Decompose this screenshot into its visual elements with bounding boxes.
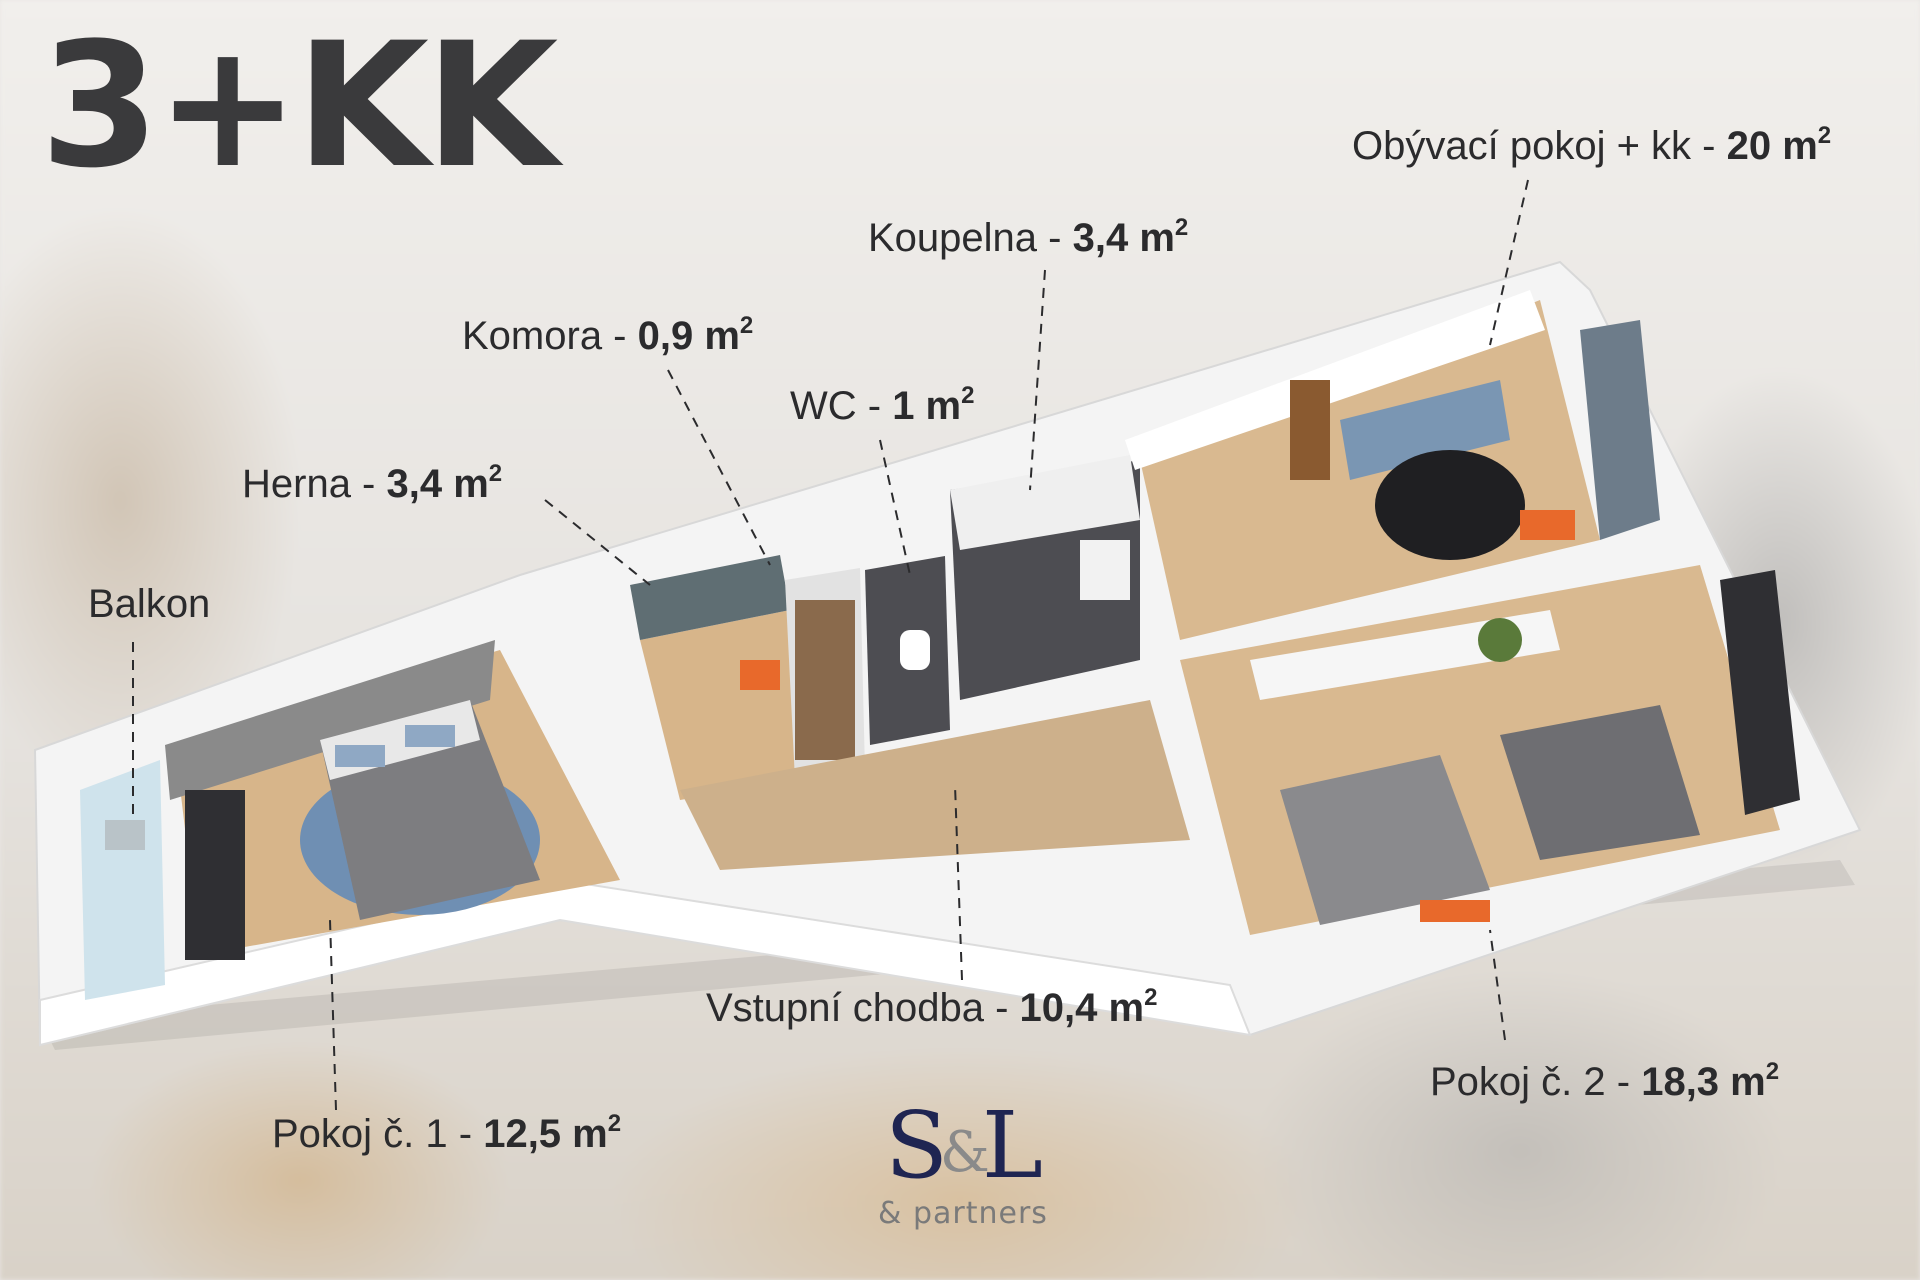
bed-right-2 [1500, 705, 1700, 860]
page-title: 3+KK [40, 5, 558, 206]
vstupni-chodba-floor [680, 700, 1190, 870]
label-pokoj-1: Pokoj č. 1 - 12,5 m2 [272, 1110, 622, 1156]
label-vstupni-chodba: Vstupní chodba - 10,4 m2 [706, 984, 1158, 1030]
balkon-area [80, 760, 165, 1000]
label-komora: Komora - 0,9 m2 [462, 312, 754, 358]
bed-right-1 [1280, 755, 1490, 925]
logo-mark: S&L [885, 1092, 1043, 1199]
herna-floor [640, 610, 800, 800]
label-balkon: Balkon [88, 582, 211, 626]
label-koupelna: Koupelna - 3,4 m2 [868, 214, 1189, 260]
label-herna: Herna - 3,4 m2 [242, 460, 503, 506]
logo-subtitle: & partners [878, 1196, 1048, 1231]
label-obyvaci-pokoj: Obývací pokoj + kk - 20 m2 [1352, 122, 1832, 168]
label-pokoj-2: Pokoj č. 2 - 18,3 m2 [1430, 1058, 1780, 1104]
label-wc: WC - 1 m2 [790, 382, 975, 428]
sl-partners-logo: S&L & partners [858, 1092, 1068, 1232]
